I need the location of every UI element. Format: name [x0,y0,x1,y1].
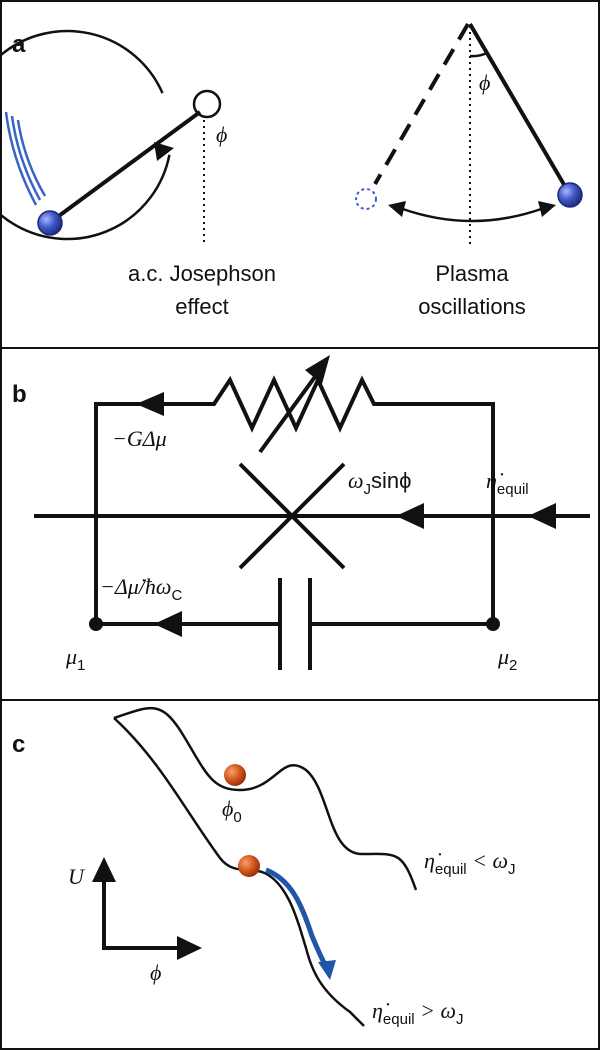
panel-c-letter: c [12,731,25,758]
upper-condition-label: η̇equil < ωJ [424,848,516,878]
junction-current-label: ωJsinϕ [348,468,412,498]
upper-rel: < ω [467,848,508,873]
particle-running [238,855,260,877]
panel-c: c ϕ0 U ϕ η̇equil < ωJ η̇equil > ωJ [12,707,516,1028]
upper-rel-sub: J [508,861,516,878]
phi0-label: ϕ0 [222,796,242,826]
pivot-ring [192,89,222,119]
slide-arrowhead [318,960,336,980]
cap-current-main: −Δμ̇/ħω [100,574,171,599]
particle-trapped [224,764,246,786]
lower-condition-label: η̇equil > ωJ [372,998,464,1028]
axis-y-arrowhead [92,857,116,882]
node-mu1-label: μ1 [65,644,85,674]
rotation-arrowhead [154,142,174,161]
upper-eta-sub: equil [435,861,467,878]
lower-rel-sub: J [456,1011,464,1028]
swing-bob [557,182,583,208]
swing-arrowhead-right [538,201,556,217]
phi-label-a-left: ϕ [216,122,227,147]
phi0-symbol: ϕ [222,796,233,821]
solid-rod [468,22,568,190]
panel-a-letter: a [12,31,26,58]
axis-x-arrowhead [177,936,202,960]
node-mu2 [486,617,500,631]
phi0-sub: 0 [233,809,241,826]
caption-josephson-line2: effect [175,294,228,319]
mu1-symbol: μ [65,644,77,669]
junction-sin: sinϕ [371,468,411,493]
capacitor-current-label: −Δμ̇/ħωC [100,574,182,604]
pendulum-rod [50,110,202,223]
mu2-symbol: μ [497,644,509,669]
junction-omega-sub: J [364,481,372,498]
caption-plasma-line2: oscillations [418,294,526,319]
motion-lines [4,111,47,206]
junction-current-arrow [396,503,424,529]
panel-b-letter: b [12,381,27,408]
phi-angle-arc [469,51,488,58]
plasma-pendulum: ϕ [355,22,583,244]
caption-josephson-line1: a.c. Josephson [128,261,276,286]
panel-a: a ϕ ϕ [0,22,583,319]
phi-label-a-right: ϕ [479,70,490,95]
rotation-circle [0,29,171,241]
capacitor-current-arrow [154,611,182,637]
lower-eta-sub: equil [383,1011,415,1028]
variable-resistor-arrowhead [305,355,330,384]
ghost-bob [355,188,377,210]
mu2-sub: 2 [509,657,517,674]
caption-plasma-line1: Plasma [435,261,509,286]
axis-y-label: U [68,864,86,889]
swing-arc [399,206,545,223]
resistor-current-label: −GΔμ [112,426,167,451]
pendulum-bob [37,210,63,236]
cap-current-sub: C [171,587,182,604]
node-mu2-label: μ2 [497,644,517,674]
source-current-arrow [528,503,556,529]
source-eta-sub: equil [497,481,529,498]
junction-omega: ω [348,468,364,493]
variable-resistor-slash [258,368,322,454]
axis-x-label: ϕ [150,960,161,985]
dashed-rod [373,22,470,186]
node-mu1 [89,617,103,631]
upper-loop-wire [94,375,495,624]
resistor-current-arrow [136,392,164,416]
swing-arrowhead-left [388,201,406,217]
slide-arrow-shaft [265,867,329,968]
lower-rel: > ω [415,998,456,1023]
josephson-pendulum: ϕ [0,29,227,245]
junction-cross-2 [238,462,346,570]
mu1-sub: 1 [77,657,85,674]
potential-curve-upper [113,707,418,891]
panel-b: b −GΔμ ωJsinϕ η̇equil −Δμ̇/ħωC [12,355,590,674]
potential-curve-lower [113,717,365,1027]
